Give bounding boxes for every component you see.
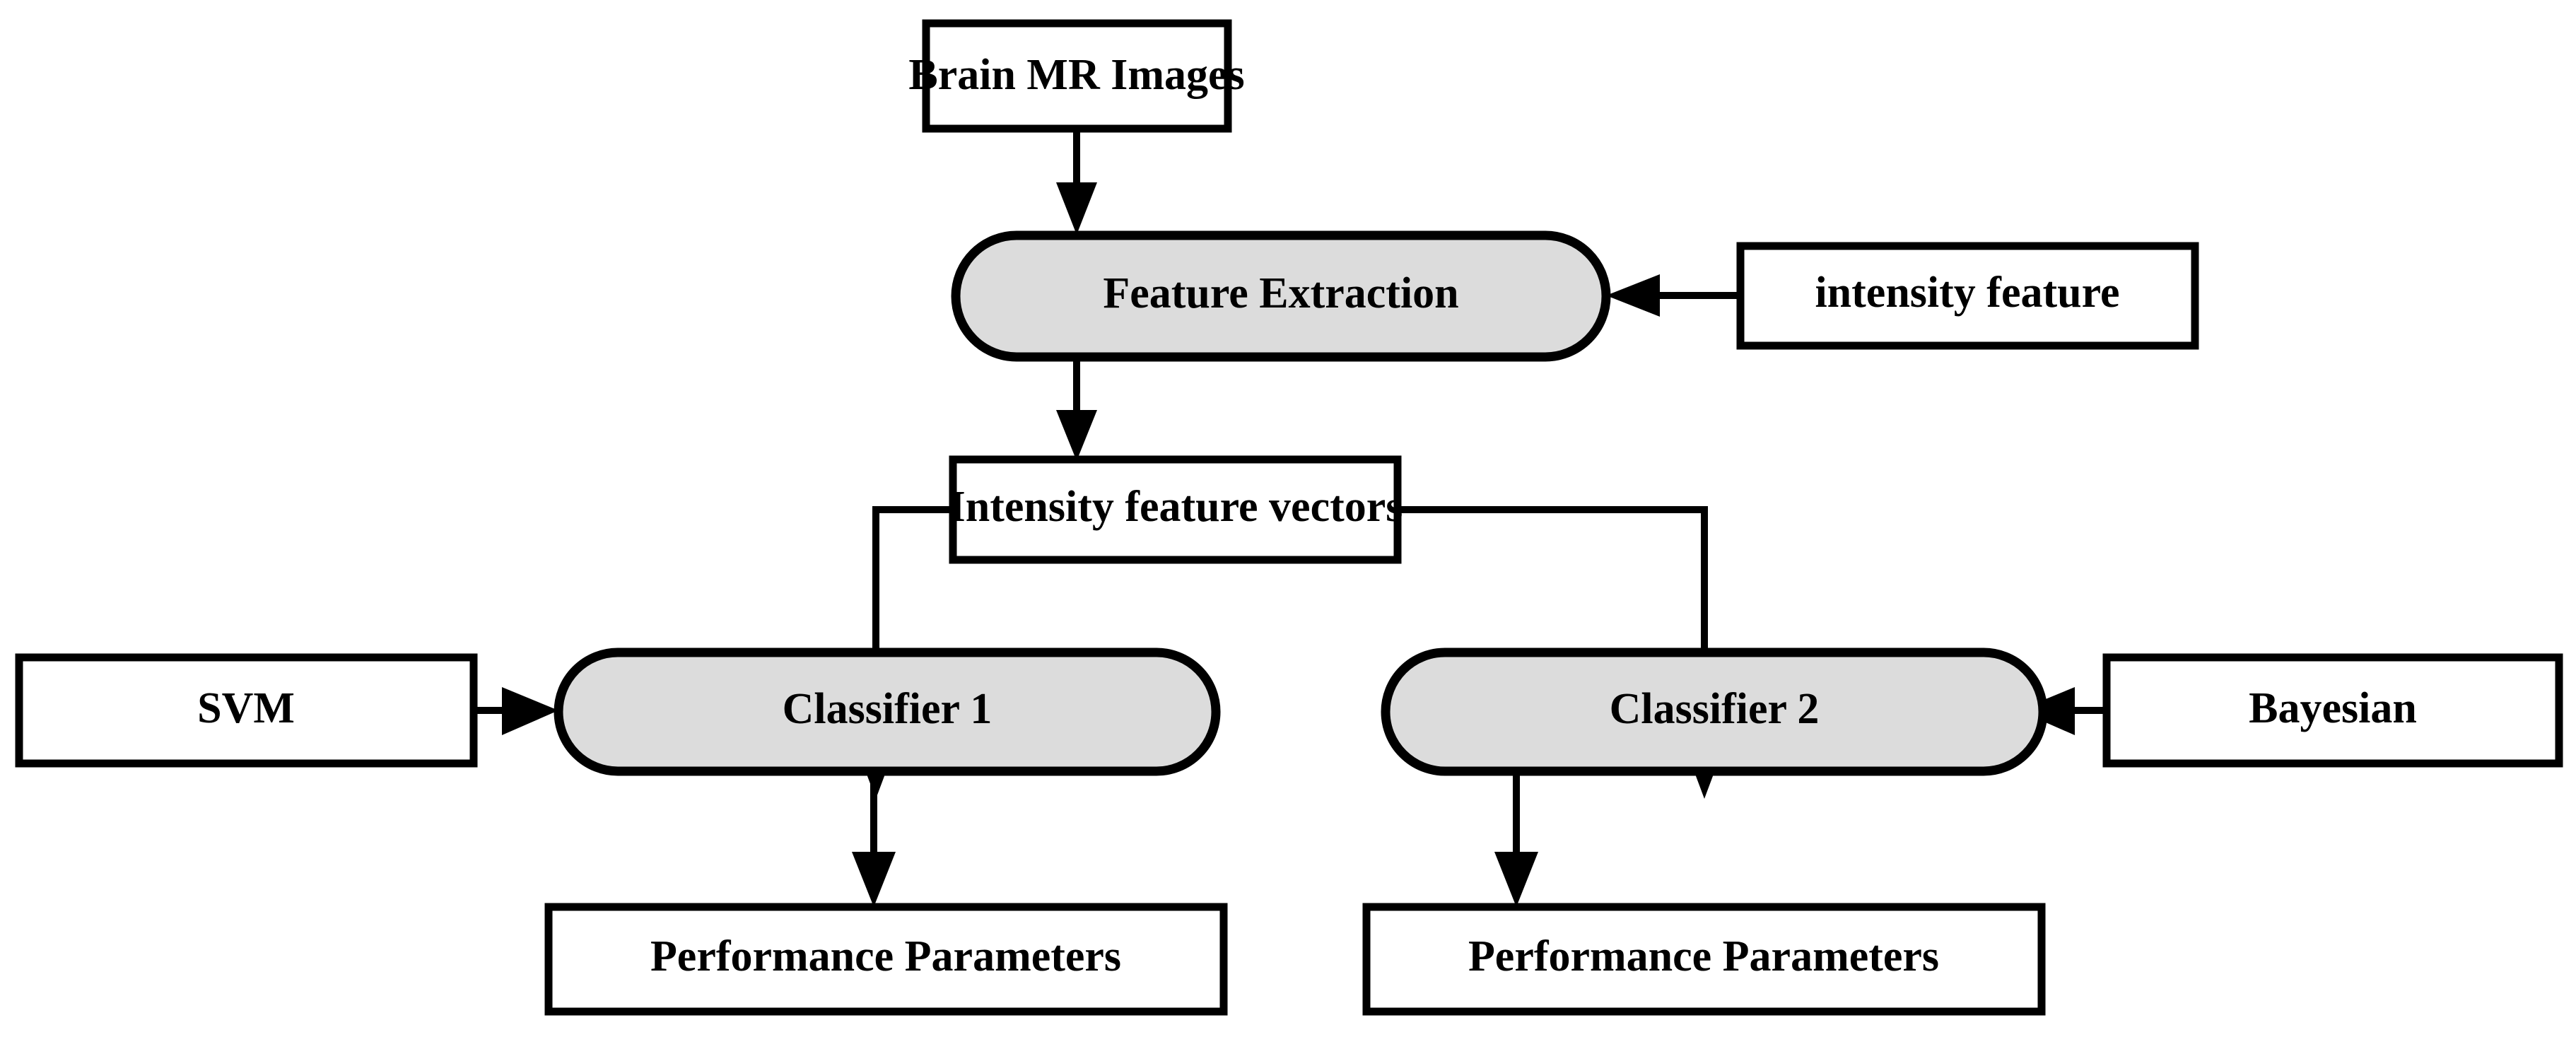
node-classifier-2-label: Classifier 2 [1610, 685, 1820, 733]
node-classifier-1-label: Classifier 1 [783, 685, 993, 733]
node-performance-parameters-right[interactable]: Performance Parameters [1362, 903, 2046, 1016]
edge-intensity-feature-to-feature-extraction [1606, 274, 1740, 317]
node-svm[interactable]: SVM [15, 653, 478, 768]
node-classifier-2[interactable]: Classifier 2 [1381, 648, 2048, 776]
node-classifier-1[interactable]: Classifier 1 [554, 648, 1221, 776]
edge-brain-to-feature-extraction [1056, 129, 1097, 235]
edge-classifier-1-to-performance [852, 771, 896, 907]
node-bayesian[interactable]: Bayesian [2102, 653, 2563, 768]
node-intensity-feature-vectors-label: Intensity feature vectors [949, 483, 1403, 531]
node-svm-label: SVM [197, 684, 295, 732]
node-feature-extraction[interactable]: Feature Extraction [951, 230, 1611, 362]
edge-svm-to-classifier-1 [474, 687, 558, 735]
edge-feature-extraction-to-vectors [1056, 359, 1097, 461]
node-feature-extraction-label: Feature Extraction [1103, 269, 1458, 317]
node-performance-parameters-left[interactable]: Performance Parameters [544, 903, 1228, 1016]
node-brain-mr-images[interactable]: Brain MR Images [908, 19, 1245, 133]
node-bayesian-label: Bayesian [2249, 684, 2417, 732]
node-intensity-feature-vectors[interactable]: Intensity feature vectors [949, 455, 1403, 564]
node-intensity-feature[interactable]: intensity feature [1736, 242, 2199, 350]
edge-classifier-2-to-performance [1494, 771, 1538, 907]
node-performance-parameters-left-label: Performance Parameters [650, 932, 1121, 980]
node-intensity-feature-label: intensity feature [1815, 269, 2119, 317]
node-performance-parameters-right-label: Performance Parameters [1468, 932, 1939, 980]
node-brain-mr-images-label: Brain MR Images [908, 51, 1244, 99]
